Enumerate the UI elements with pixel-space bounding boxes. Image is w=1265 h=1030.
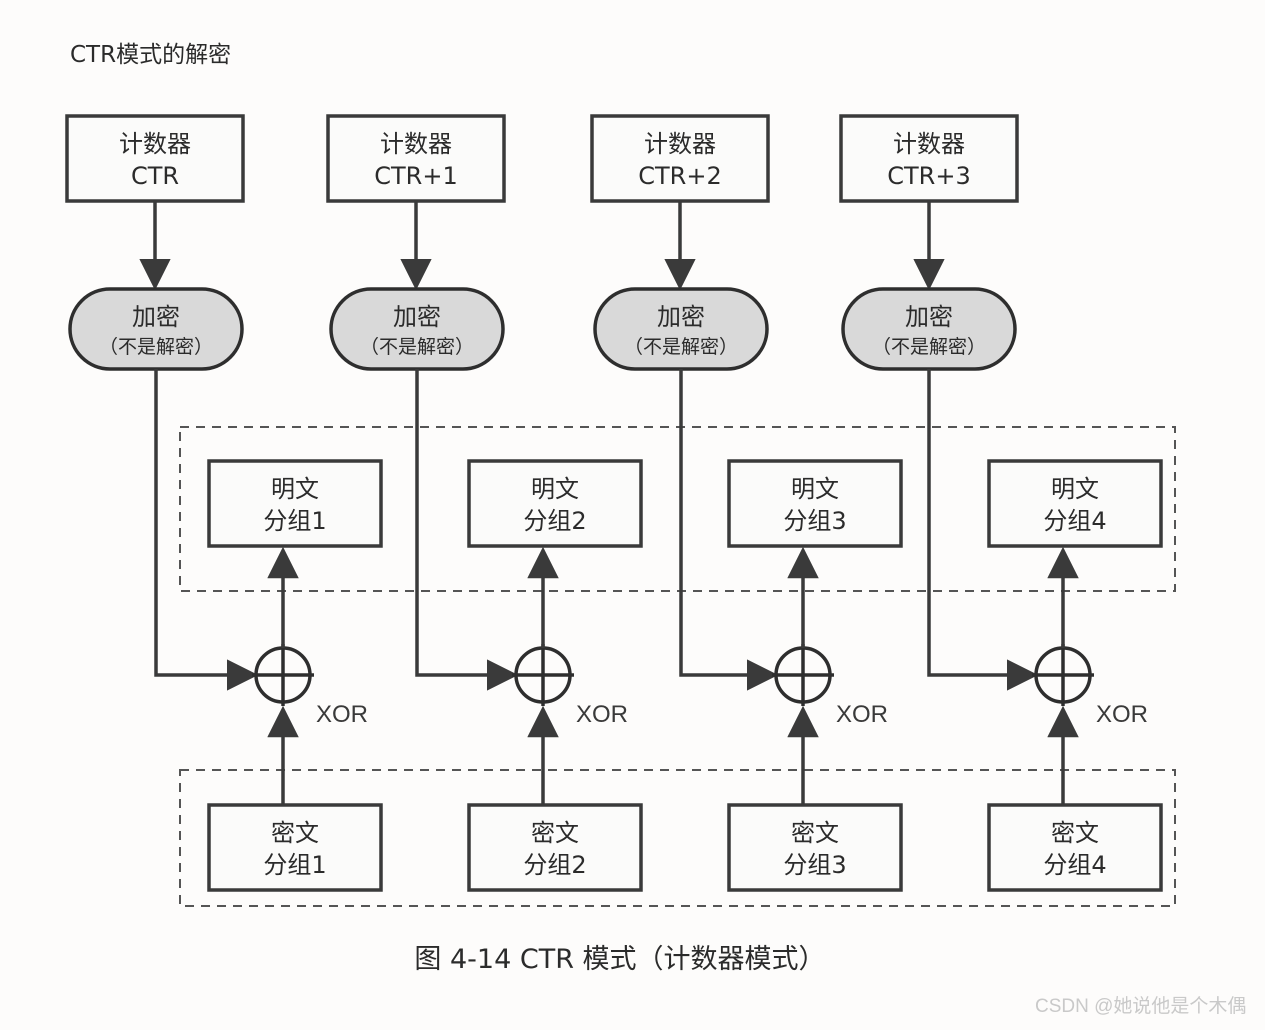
plaintext-box-1-value: 分组1 [263,507,326,535]
ciphertext-box-3-label: 密文 [791,819,839,847]
wire-encrypt-to-xor-3 [679,369,779,691]
encrypt-oval-1-label: 加密 [132,303,180,331]
counter-box-3-label: 计数器 [644,130,716,158]
ciphertext-box-3-value: 分组3 [783,851,846,879]
encrypt-oval-3-sublabel: （不是解密） [624,336,738,358]
xor-label-4: XOR [1096,701,1148,728]
encrypt-oval-4-sublabel: （不是解密） [872,336,986,358]
plaintext-box-1[interactable] [207,459,383,548]
ciphertext-group-enclosure [179,769,1176,907]
ciphertext-box-2[interactable] [467,803,643,892]
encrypt-oval-1-sublabel: （不是解密） [99,336,213,358]
figure-caption: 图 4-14 CTR 模式（计数器模式） [414,944,825,975]
plaintext-box-2[interactable] [467,459,643,548]
ciphertext-box-4[interactable] [987,803,1163,892]
ciphertext-box-2-label: 密文 [531,819,579,847]
xor-label-2: XOR [576,701,628,728]
column-3: 计数器 CTR+2 加密 （不是解密） XOR 明文 分组3 密文 分组3 [590,114,903,892]
encrypt-oval-4-label: 加密 [905,303,953,331]
ciphertext-box-1-value: 分组1 [263,851,326,879]
column-4: 计数器 CTR+3 加密 （不是解密） XOR 明文 分组4 密文 分组4 [839,114,1163,892]
encrypt-oval-2-label: 加密 [393,303,441,331]
plaintext-box-1-label: 明文 [271,475,319,503]
plaintext-box-3-value: 分组3 [783,507,846,535]
ciphertext-box-3[interactable] [727,803,903,892]
counter-box-1-label: 计数器 [119,130,191,158]
plaintext-box-4-value: 分组4 [1043,507,1106,535]
ciphertext-box-1[interactable] [207,803,383,892]
ciphertext-box-1-label: 密文 [271,819,319,847]
plaintext-group-enclosure [179,426,1176,592]
diagram-title: CTR模式的解密 [70,42,231,68]
plaintext-box-4-label: 明文 [1051,475,1099,503]
counter-box-3[interactable] [590,114,770,203]
xor-label-3: XOR [836,701,888,728]
plaintext-box-2-value: 分组2 [523,507,586,535]
column-2: 计数器 CTR+1 加密 （不是解密） XOR 明文 分组2 密文 分组2 [326,114,643,892]
counter-box-4[interactable] [839,114,1019,203]
plaintext-box-2-label: 明文 [531,475,579,503]
encrypt-oval-2-sublabel: （不是解密） [360,336,474,358]
ciphertext-box-4-label: 密文 [1051,819,1099,847]
csdn-watermark: CSDN @她说他是个木偶 [1035,995,1246,1017]
counter-box-2-label: 计数器 [380,130,452,158]
plaintext-box-4[interactable] [987,459,1163,548]
wire-encrypt-to-xor-1 [154,369,259,691]
column-1: 计数器 CTR 加密 （不是解密） XOR 明文 分组1 [65,114,383,892]
encrypt-oval-3-label: 加密 [657,303,705,331]
counter-box-4-label: 计数器 [893,130,965,158]
counter-box-2-value: CTR+1 [374,162,457,190]
plaintext-box-3-label: 明文 [791,475,839,503]
counter-box-3-value: CTR+2 [638,162,721,190]
counter-box-1-value: CTR [131,162,179,190]
wire-encrypt-to-xor-2 [415,369,519,691]
xor-label-1: XOR [316,701,368,728]
ciphertext-box-2-value: 分组2 [523,851,586,879]
ciphertext-box-4-value: 分组4 [1043,851,1106,879]
wire-encrypt-to-xor-4 [927,369,1039,691]
counter-box-1[interactable] [65,114,245,203]
counter-box-4-value: CTR+3 [887,162,970,190]
plaintext-box-3[interactable] [727,459,903,548]
